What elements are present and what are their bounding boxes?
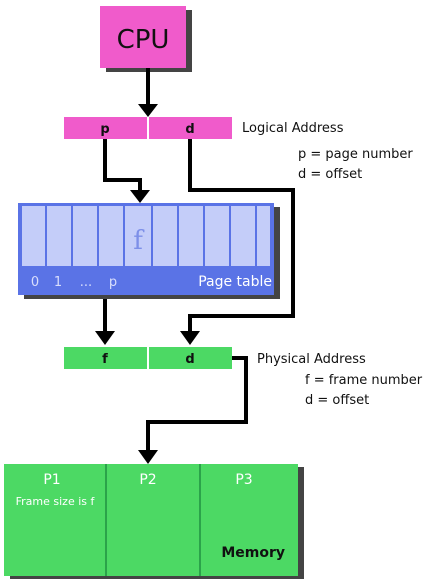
physical-address-title: Physical Address — [257, 352, 366, 367]
logical-address-title: Logical Address — [242, 121, 344, 136]
memory-box — [4, 464, 298, 576]
physical-legend-d: d = offset — [305, 393, 369, 408]
physical-field-d: d — [185, 352, 194, 367]
cpu-box — [100, 6, 186, 68]
arrowhead-f — [95, 331, 115, 345]
page-table-index-ellipsis: ... — [80, 275, 92, 290]
page-table-index-p: p — [109, 275, 117, 290]
memory-frame-p1: P1 — [43, 472, 60, 488]
page-table-title: Page table — [198, 274, 272, 290]
arrowhead-d — [180, 331, 200, 345]
cpu-label: CPU — [117, 25, 170, 55]
logical-field-d: d — [185, 122, 194, 137]
page-table-entry-f: f — [133, 226, 145, 256]
memory-frame-size-note: Frame size is f — [16, 495, 96, 508]
page-table-index-0: 0 — [31, 275, 39, 290]
memory-title: Memory — [221, 545, 285, 561]
page-table-index-1: 1 — [54, 275, 62, 290]
arrowhead-memory — [138, 450, 158, 464]
page-table-cells — [22, 206, 270, 266]
logical-legend-d: d = offset — [298, 167, 362, 182]
arrow-p-to-table — [103, 139, 142, 192]
physical-legend-f: f = frame number — [305, 373, 423, 388]
arrow-d-bypass — [188, 139, 295, 334]
physical-field-f: f — [102, 352, 108, 367]
arrowhead-cpu — [138, 104, 158, 117]
logical-legend-p: p = page number — [298, 147, 413, 162]
memory-frame-p2: P2 — [139, 472, 156, 488]
page-table-gridlines — [45, 206, 257, 266]
logical-field-p: p — [100, 122, 109, 137]
arrow-physical-to-memory — [146, 356, 248, 452]
memory-frame-p3: P3 — [235, 472, 252, 488]
arrowhead-p — [130, 190, 150, 203]
